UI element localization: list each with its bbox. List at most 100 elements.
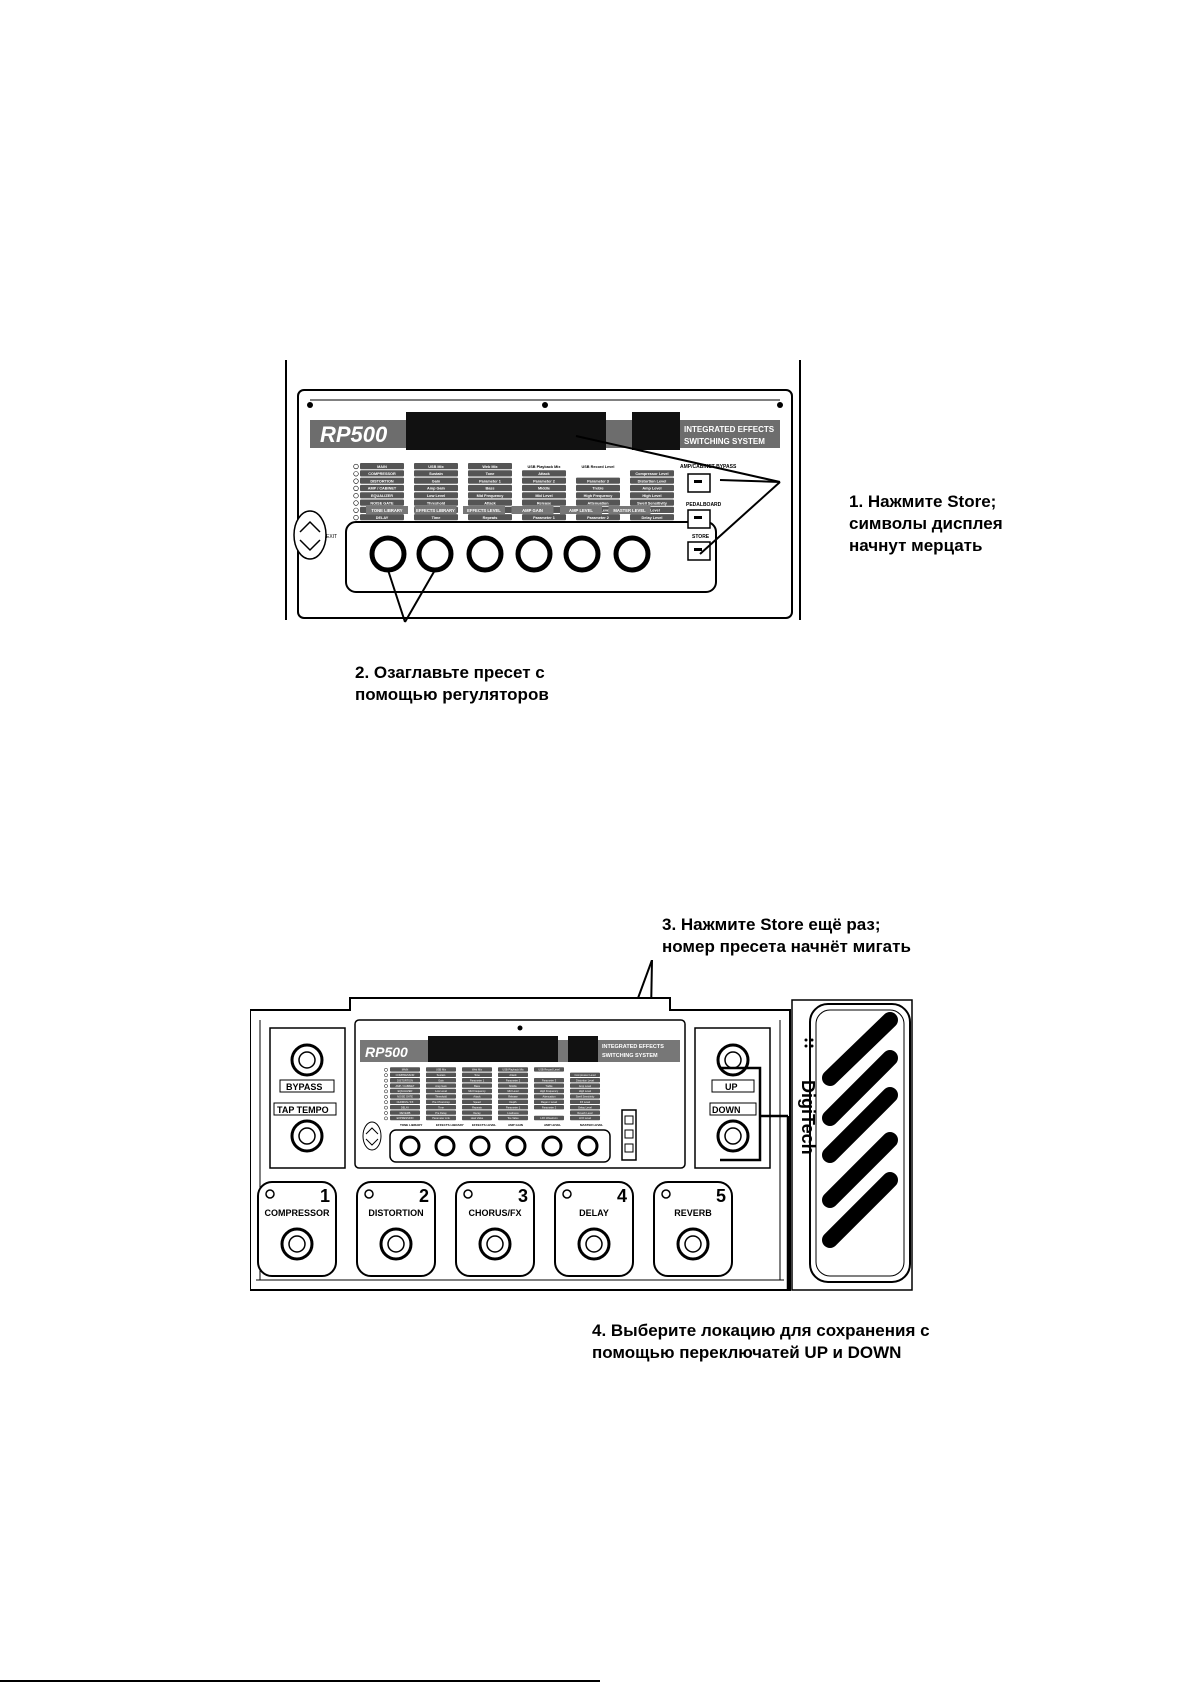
- matrix-cell: DISTORTION: [360, 477, 404, 484]
- panel-title-line2: SWITCHING SYSTEM: [684, 437, 765, 446]
- matrix-cell-label: Tone: [474, 1073, 480, 1077]
- knob[interactable]: [399, 1135, 421, 1157]
- knob[interactable]: [416, 535, 454, 573]
- matrix-cell-label: AMP / CABINET: [368, 487, 397, 491]
- matrix-cell-label: DELAY: [401, 1105, 410, 1109]
- matrix-cell: Treble: [534, 1083, 564, 1088]
- knob[interactable]: [434, 1135, 456, 1157]
- matrix-cell: NOISE GATE: [360, 499, 404, 506]
- knob[interactable]: [369, 535, 407, 573]
- matrix-cell-label: Bass: [485, 487, 494, 491]
- matrix-cell: USB Record Level: [576, 463, 620, 470]
- knob[interactable]: [613, 535, 651, 573]
- matrix-cell-label: Attack: [538, 472, 550, 476]
- matrix-cell-label: Liveliness: [507, 1111, 519, 1115]
- matrix-cell-label: LFO Waveform: [540, 1116, 558, 1120]
- matrix-cell: Low Level: [414, 492, 458, 499]
- knob-label-text: EFFECTS LIBRARY: [436, 1123, 464, 1127]
- svg-text:SWITCHING SYSTEM: SWITCHING SYSTEM: [602, 1053, 658, 1059]
- matrix-cell-label: Gain: [432, 479, 441, 483]
- matrix-cell: Delay Level: [630, 514, 674, 521]
- matrix-cell: Amp Gain: [414, 484, 458, 492]
- matrix-cell: AMP / CABINET: [390, 1083, 420, 1088]
- matrix-cell: Gain: [426, 1078, 456, 1083]
- matrix-cell-label: Parameter Link: [432, 1116, 450, 1120]
- matrix-cell-label: High Level: [642, 494, 661, 498]
- matrix-cell-label: Parameter 2: [587, 516, 609, 520]
- knob[interactable]: [541, 1135, 563, 1157]
- matrix-cell-label: Attack: [484, 501, 496, 505]
- matrix-cell: Parameter 1: [462, 1078, 492, 1083]
- knob[interactable]: [577, 1135, 599, 1157]
- footswitch-number: 2: [419, 1186, 429, 1206]
- matrix-cell-label: Bass: [474, 1084, 480, 1088]
- matrix-cell: Delay Level: [570, 1105, 600, 1110]
- matrix-led: [384, 1105, 388, 1110]
- amp-bypass-button[interactable]: AMP/CABINET BYPASS: [680, 464, 737, 493]
- matrix-cell: Amp Gain: [426, 1083, 456, 1088]
- matrix-led: [384, 1067, 388, 1072]
- matrix-cell-label: Amp Gain: [427, 487, 446, 491]
- matrix-cell: Tone: [462, 1072, 492, 1077]
- matrix-cell: Threshold: [414, 499, 458, 506]
- matrix-cell: Sustain: [426, 1072, 456, 1077]
- store-button-small[interactable]: [621, 1109, 637, 1161]
- matrix-cell-label: Middle: [538, 487, 550, 491]
- matrix-cell-label: Threshold: [427, 501, 446, 505]
- svg-text:BYPASS: BYPASS: [286, 1082, 322, 1092]
- knob[interactable]: [505, 1135, 527, 1157]
- matrix-cell: USB Record Level: [534, 1067, 564, 1072]
- matrix-cell-label: Parameter 1: [533, 516, 555, 520]
- matrix-cell: Parameter 2: [534, 1105, 564, 1110]
- expression-pedal[interactable]: DigiTech: [791, 999, 913, 1291]
- knob[interactable]: [563, 535, 601, 573]
- svg-text:DOWN: DOWN: [712, 1105, 741, 1115]
- matrix-cell: MAIN: [390, 1067, 420, 1072]
- knob[interactable]: [466, 535, 504, 573]
- matrix-cell-label: Swell Sensitivity: [576, 1095, 595, 1099]
- matrix-cell-label: Speed: [473, 1100, 481, 1104]
- matrix-cell: Compressor Level: [570, 1072, 600, 1077]
- exit-button[interactable]: EXIT: [293, 510, 337, 560]
- matrix-cell-label: Gain: [438, 1078, 444, 1082]
- matrix-cell-label: Release: [508, 1095, 518, 1099]
- matrix-cell-label: Web Mix: [482, 465, 498, 469]
- bypass-footswitch[interactable]: BYPASS: [279, 1043, 335, 1093]
- up-footswitch[interactable]: UP: [711, 1043, 755, 1093]
- knob[interactable]: [469, 1135, 491, 1157]
- svg-text:EXIT: EXIT: [326, 534, 337, 540]
- matrix-cell-label: Release: [537, 501, 551, 505]
- figure-1-panel: RP500 INTEGRATED EFFECTS SWITCHING SYSTE…: [285, 360, 801, 623]
- matrix-cell: Release: [522, 499, 566, 506]
- knob-label: EFFECTS LEVEL: [463, 506, 505, 514]
- tap-tempo-footswitch[interactable]: TAP TEMPO: [273, 1102, 337, 1153]
- knob-label-text: AMP LEVEL: [544, 1123, 561, 1127]
- exit-button-small[interactable]: [362, 1121, 382, 1151]
- matrix-cell: Attack: [498, 1072, 528, 1077]
- matrix-cell-label: USB Record Level: [582, 465, 615, 469]
- matrix-cell: Threshold: [426, 1094, 456, 1099]
- matrix-cell: Tone: [468, 470, 512, 477]
- matrix-led: [384, 1111, 388, 1115]
- matrix-cell: USB Mix: [414, 463, 458, 470]
- matrix-cell-label: Compressor Level: [635, 472, 668, 476]
- pedalboard-button[interactable]: PEDALBOARD: [686, 502, 722, 529]
- store-button[interactable]: STORE: [687, 534, 711, 561]
- down-footswitch[interactable]: DOWN: [709, 1102, 757, 1153]
- knob[interactable]: [515, 535, 553, 573]
- matrix-cell-label: Mid Level: [507, 1089, 519, 1093]
- matrix-cell-label: LFO Level: [579, 1116, 591, 1120]
- matrix-cell: Repeats: [468, 514, 512, 521]
- matrix-cell: Attack: [468, 499, 512, 506]
- matrix-cell: Release: [498, 1094, 528, 1099]
- matrix-cell-label: USB Mix: [436, 1068, 447, 1072]
- matrix-cell: EXPRESSION: [390, 1115, 420, 1121]
- matrix-cell: Distortion Level: [570, 1078, 600, 1083]
- footswitch-label: CHORUS/FX: [468, 1208, 521, 1218]
- knob-label-text: EFFECTS LIBRARY: [416, 508, 455, 513]
